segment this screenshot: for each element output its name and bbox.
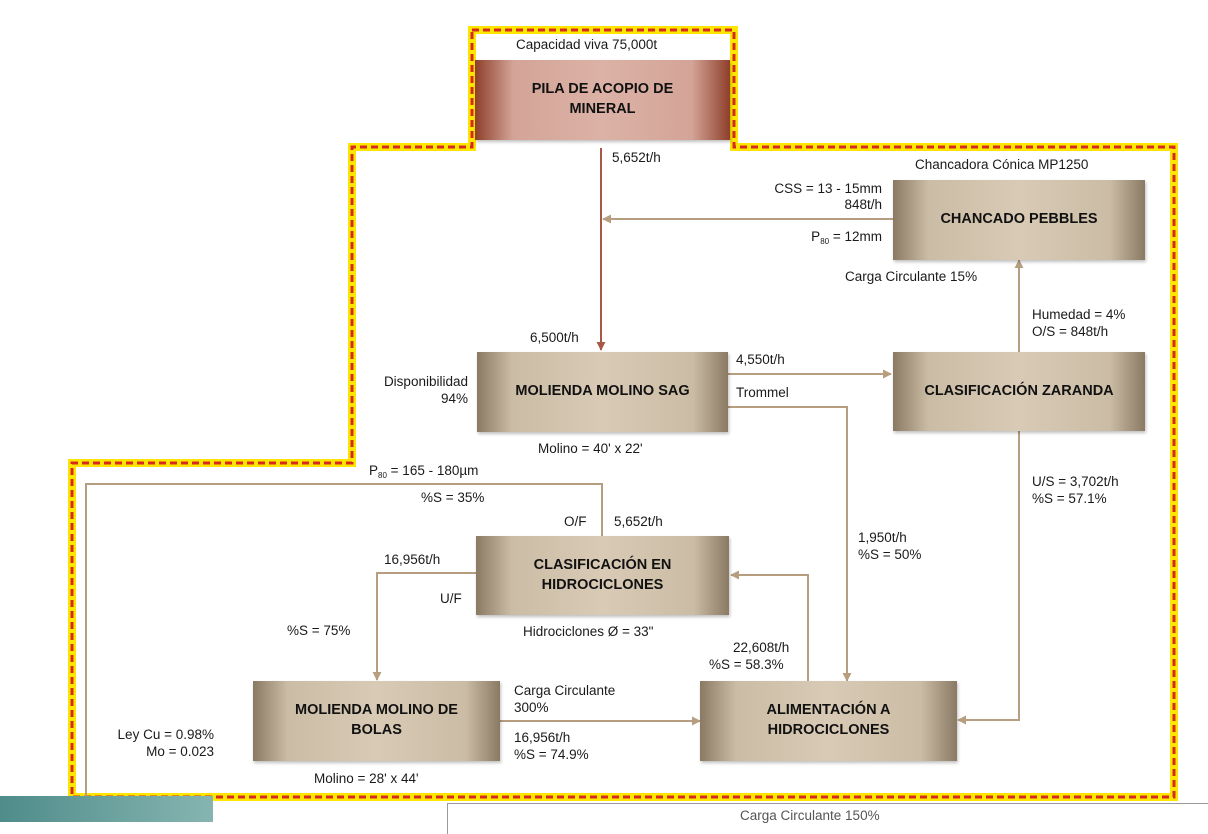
overflow-solids-label: %S = 35% [421, 490, 485, 505]
circulating-load-label: Carga Circulante [514, 683, 616, 698]
trommel-solids-label: %S = 50% [858, 547, 922, 562]
molybdenum-grade-label: Mo = 0.023 [146, 744, 214, 759]
overflow-flow-label: 5,652t/h [614, 514, 663, 529]
cyclone-feed-solids-label: %S = 58.3% [709, 657, 784, 672]
flow-underflow-to-ball-mill [372, 572, 476, 681]
circulating-load-15-label: Carga Circulante 15% [845, 269, 978, 284]
overflow-p80-value: = 165 - 180µm [386, 463, 479, 478]
undersize-flow-label: U/S = 3,702t/h [1032, 474, 1119, 489]
flow-trommel-to-feed [728, 406, 852, 682]
availability-label: Disponibilidad [383, 374, 468, 389]
p80-symbol: P [811, 229, 821, 244]
hydrocyclone-classification-box[interactable]: CLASIFICACIÓN EN HIDROCICLONES [476, 536, 729, 615]
crusher-model-label: Chancadora Cónica MP1250 [915, 157, 1089, 172]
underflow-solids-label: %S = 75% [287, 623, 351, 638]
stockpile-capacity-label: Capacidad viva 75,000t [516, 37, 658, 52]
overflow-label: O/F [564, 514, 587, 529]
ball-mill-size-label: Molino = 28' x 44' [314, 771, 419, 786]
cropped-circulating-load-label: Carga Circulante 150% [740, 808, 880, 823]
underflow-label: U/F [440, 591, 462, 606]
circulating-load-value: 300% [514, 700, 549, 715]
hydrocyclone-size-label: Hidrociclones Ø = 33" [523, 624, 654, 639]
ball-mill-flow-label: 16,956t/h [514, 730, 571, 745]
css-label: CSS = 13 - 15mm [774, 181, 882, 196]
pebbles-p80-label: P80 = 12mm [811, 229, 882, 246]
trommel-label: Trommel [736, 385, 789, 400]
oversize-flow-label: O/S = 848t/h [1032, 324, 1109, 339]
pebbles-flow-label: 848t/h [844, 197, 882, 212]
overflow-p80-label: P80 = 165 - 180µm [369, 463, 478, 480]
underflow-flow-label: 16,956t/h [384, 552, 441, 567]
ball-mill-box[interactable]: MOLIENDA MOLINO DE BOLAS [253, 681, 500, 761]
stockpile-box[interactable]: PILA DE ACOPIO DE MINERAL [475, 60, 730, 140]
undersize-solids-label: %S = 57.1% [1032, 491, 1107, 506]
p80-symbol: P [369, 463, 379, 478]
flow-undersize-to-feed [957, 431, 1020, 725]
sag-mill-size-label: Molino = 40' x 22' [538, 441, 643, 456]
flow-feed-to-cyclones [730, 570, 809, 681]
pebble-crushing-box[interactable]: CHANCADO PEBBLES [893, 180, 1145, 260]
bottom-panel-edge [447, 803, 1208, 834]
pebbles-p80-value: = 12mm [829, 229, 882, 244]
copper-grade-label: Ley Cu = 0.98% [117, 727, 214, 742]
sag-mill-box[interactable]: MOLIENDA MOLINO SAG [477, 352, 728, 432]
sag-feed-flow-label: 6,500t/h [530, 330, 579, 345]
availability-value: 94% [440, 391, 468, 406]
cyclone-feed-flow-label: 22,608t/h [733, 640, 790, 655]
screen-classification-box[interactable]: CLASIFICACIÓN ZARANDA [893, 352, 1145, 431]
trommel-flow-label: 1,950t/h [858, 530, 907, 545]
pile-outflow-label: 5,652t/h [612, 150, 661, 165]
flow-overflow-to-flotation [81, 483, 603, 815]
sag-discharge-flow-label: 4,550t/h [736, 352, 785, 367]
ball-mill-solids-label: %S = 74.9% [514, 747, 589, 762]
humidity-label: Humedad = 4% [1032, 307, 1126, 322]
bottom-decorative-strip [0, 796, 213, 822]
p80-subscript: 80 [378, 471, 387, 480]
p80-subscript: 80 [820, 237, 830, 246]
cyclone-feed-box[interactable]: ALIMENTACIÓN A HIDROCICLONES [700, 681, 957, 761]
